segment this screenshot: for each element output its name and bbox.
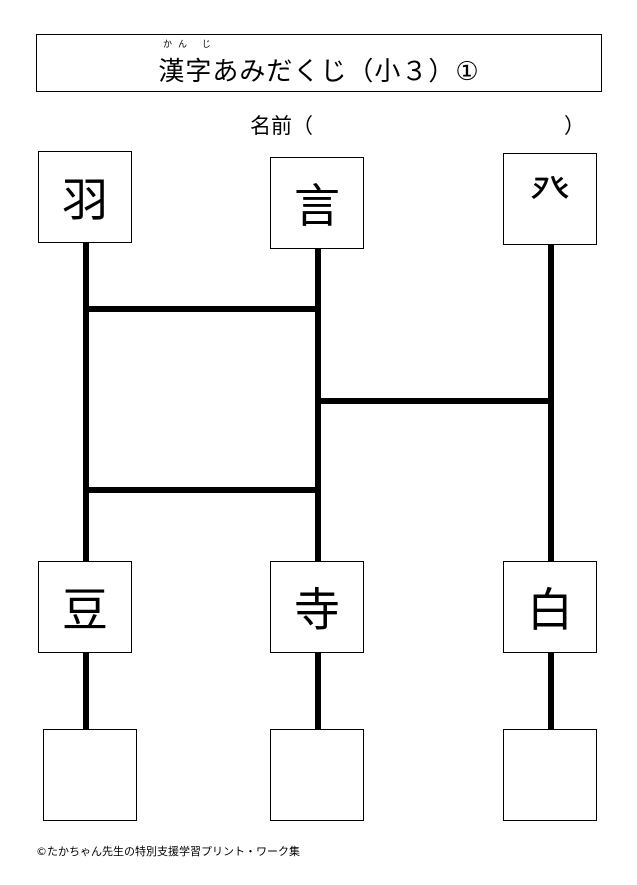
middle-kanji-3: 白 [527, 583, 573, 637]
rung-1-2-top [83, 306, 321, 312]
answer-box-1[interactable] [43, 729, 137, 821]
top-kanji-1: 羽 [62, 173, 108, 227]
vertical-line-1-lower [83, 652, 89, 730]
name-field[interactable]: 名前（ ） [250, 110, 585, 138]
middle-kanji-box-1: 豆 [38, 561, 132, 653]
top-kanji-box-1: 羽 [38, 151, 132, 243]
name-label: 名前（ [250, 114, 313, 138]
vertical-line-2-upper [315, 248, 321, 562]
page-title: 漢字あみだくじ（小３）① [158, 57, 480, 87]
top-kanji-2: 言 [294, 179, 340, 233]
middle-kanji-box-2: 寺 [270, 561, 364, 653]
vertical-line-2-lower [315, 652, 321, 730]
middle-kanji-box-3: 白 [503, 561, 597, 653]
answer-box-3[interactable] [503, 729, 597, 821]
top-kanji-3: 癶 [530, 168, 570, 214]
middle-kanji-1: 豆 [62, 583, 108, 637]
rung-2-3 [315, 398, 554, 404]
top-kanji-box-2: 言 [270, 157, 364, 249]
title-box: かん じ 漢字あみだくじ（小３）① [36, 34, 602, 92]
top-kanji-box-3: 癶 [503, 153, 597, 245]
answer-box-2[interactable] [270, 729, 364, 821]
vertical-line-3-lower [548, 652, 554, 730]
copyright-footer: ©たかちゃん先生の特別支援学習プリント・ワーク集 [36, 845, 300, 858]
title-ruby: かん じ [163, 40, 217, 50]
vertical-line-1-upper [83, 242, 89, 562]
middle-kanji-2: 寺 [294, 583, 340, 637]
name-close-paren: ） [564, 114, 585, 138]
rung-1-2-bottom [83, 487, 321, 493]
